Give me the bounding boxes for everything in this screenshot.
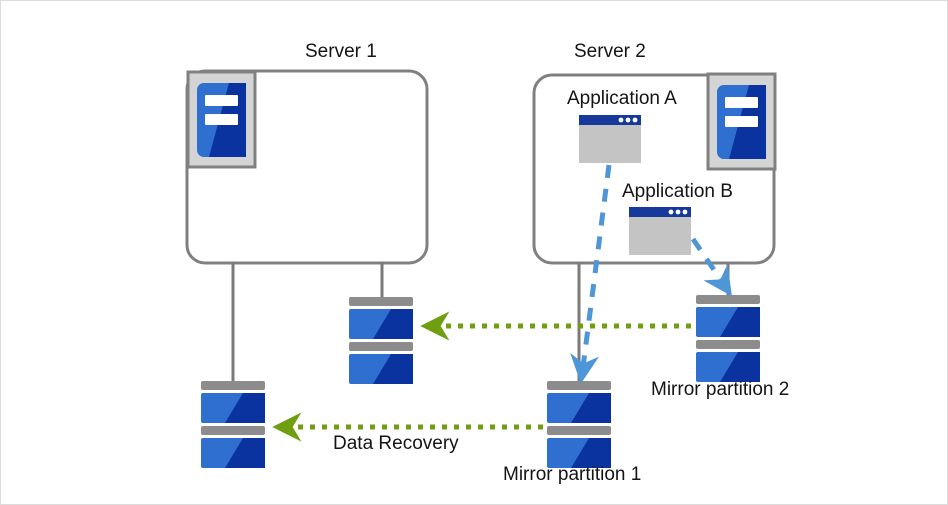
replication-arrows: [570, 164, 732, 384]
application-b-label: Application B: [622, 181, 733, 202]
arrow-app-b-to-mirror-2: [690, 237, 732, 297]
application-b-window-icon[interactable]: [629, 207, 691, 255]
application-a-window-icon[interactable]: [579, 115, 641, 163]
disk-server1-lower[interactable]: [201, 381, 265, 468]
disk-mirror-partition-1[interactable]: [547, 381, 611, 468]
disk-server1-upper[interactable]: [349, 297, 413, 384]
data-recovery-label: Data Recovery: [333, 433, 459, 454]
disk-mirror-partition-2[interactable]: [696, 295, 760, 382]
server2-label: Server 2: [574, 41, 646, 62]
connector-lines: [231, 263, 730, 383]
arrow-app-a-to-mirror-1: [570, 164, 612, 384]
server2-tower-icon: [706, 72, 777, 171]
mirror-partition-1-label: Mirror partition 1: [503, 464, 642, 485]
server1-label: Server 1: [305, 41, 377, 62]
application-a-label: Application A: [567, 88, 677, 109]
server1-tower-icon: [186, 70, 257, 169]
mirror-partition-2-label: Mirror partition 2: [651, 379, 790, 400]
recovery-arrows: [272, 311, 691, 442]
